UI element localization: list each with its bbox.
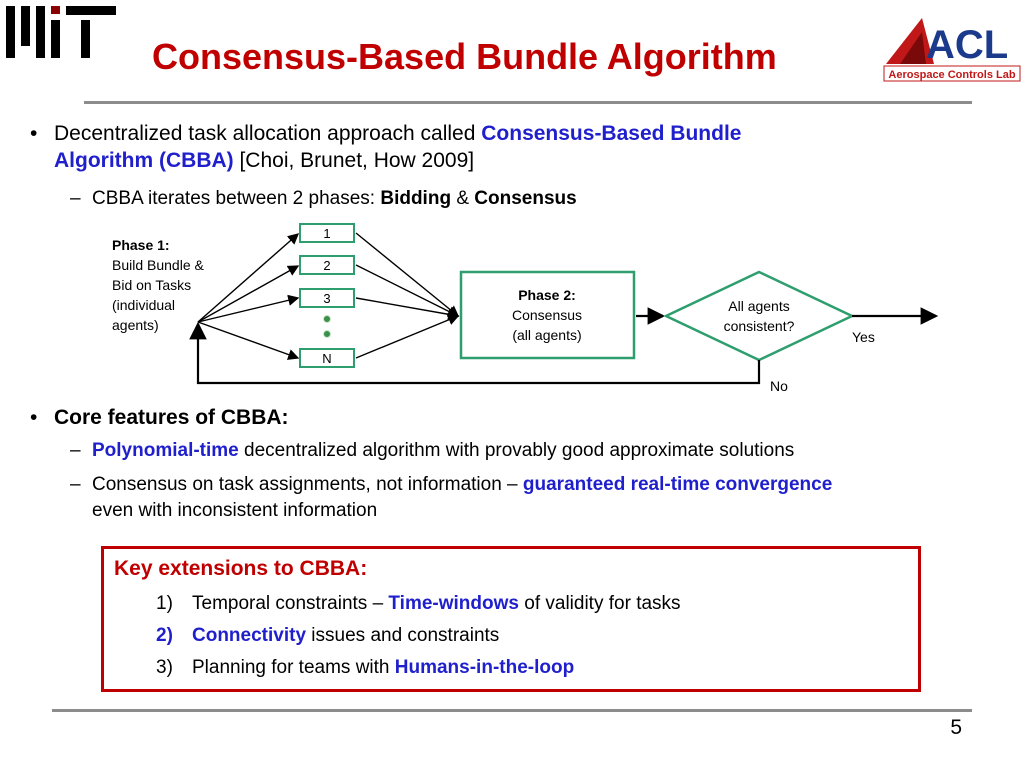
acl-logo-letters: ACL xyxy=(926,23,1008,67)
bidding-label: Bidding xyxy=(380,188,452,209)
task-label: 2 xyxy=(323,258,330,273)
extension-number: 3) xyxy=(156,657,173,678)
cbba-name-highlight: Consensus-Based Bundle xyxy=(481,122,742,145)
task-box: 1 xyxy=(299,223,355,243)
extension-item-connectivity: Connectivity issues and constraints xyxy=(192,625,500,646)
ellipsis-dot xyxy=(323,330,331,338)
phase1-line: (individual xyxy=(112,297,175,313)
yes-label: Yes xyxy=(852,329,875,345)
bid-arrows xyxy=(197,233,300,360)
header-divider xyxy=(84,101,972,104)
polynomial-highlight: Polynomial-time xyxy=(92,440,239,461)
sub-bullet-convergence: Consensus on task assignments, not infor… xyxy=(92,472,832,524)
phase2-line: (all agents) xyxy=(512,327,581,343)
no-loop-arrow xyxy=(189,321,761,385)
cbba-flow-diagram: Phase 1: Build Bundle & Bid on Tasks (in… xyxy=(112,223,939,394)
ampersand-text: & xyxy=(451,188,475,209)
extension-item-time-windows: Temporal constraints – Time-windows of v… xyxy=(192,593,681,614)
footer-divider xyxy=(52,709,972,712)
sub-bullet-marker: – xyxy=(70,440,81,461)
ellipsis-dot xyxy=(323,315,331,323)
sub-bullet-polynomial: Polynomial-time decentralized algorithm … xyxy=(92,438,794,464)
phase2-title: Phase 2: xyxy=(518,287,576,303)
phase1-line: agents) xyxy=(112,317,159,333)
bullet-marker: • xyxy=(30,122,38,145)
sub-bullet-phases: CBBA iterates between 2 phases: Bidding … xyxy=(92,186,577,212)
core-features-heading: Core features of CBBA: xyxy=(54,406,289,429)
key-extensions-title: Key extensions to CBBA: xyxy=(114,557,368,580)
key-extensions-box: Key extensions to CBBA: 1) Temporal cons… xyxy=(101,546,921,692)
extension-item-humans: Planning for teams with Humans-in-the-lo… xyxy=(192,657,575,678)
task-label: N xyxy=(322,351,331,366)
phase2-line: Consensus xyxy=(512,307,582,323)
page-number: 5 xyxy=(950,716,962,739)
phases-text: CBBA iterates between 2 phases: xyxy=(92,188,381,209)
page-title: Consensus-Based Bundle Algorithm xyxy=(152,36,777,77)
phase2-box: Phase 2: Consensus (all agents) xyxy=(459,270,636,360)
task-label: 1 xyxy=(323,226,330,241)
convergence-text-2: even with inconsistent information xyxy=(92,500,378,521)
task-box: N xyxy=(299,348,355,368)
extension-number: 2) xyxy=(156,625,173,646)
phase1-title: Phase 1: xyxy=(112,237,170,253)
task-box: 2 xyxy=(299,255,355,275)
mit-logo xyxy=(6,6,116,58)
no-label: No xyxy=(770,378,788,394)
phase1-line: Build Bundle & xyxy=(112,257,205,273)
bullet-text: Decentralized task allocation approach c… xyxy=(54,122,482,145)
decision-diamond: All agents consistent? xyxy=(663,270,855,362)
consensus-label: Consensus xyxy=(474,188,577,209)
sub-bullet-marker: – xyxy=(70,188,81,209)
consensus-arrows xyxy=(355,232,460,359)
acl-logo: ACL Aerospace Controls Lab xyxy=(883,18,1021,82)
phase1-line: Bid on Tasks xyxy=(112,277,191,293)
extension-number: 1) xyxy=(156,593,173,614)
bullet-cbba-intro: Decentralized task allocation approach c… xyxy=(54,120,934,174)
polynomial-text: decentralized algorithm with provably go… xyxy=(238,440,795,461)
convergence-highlight: guaranteed real-time convergence xyxy=(522,474,833,495)
task-label: 3 xyxy=(323,291,330,306)
decision-line: consistent? xyxy=(724,318,795,334)
sub-bullet-marker: – xyxy=(70,474,81,495)
task-box: 3 xyxy=(299,288,355,308)
decision-line: All agents xyxy=(728,298,789,314)
convergence-text: Consensus on task assignments, not infor… xyxy=(92,474,523,495)
acl-logo-caption: Aerospace Controls Lab xyxy=(888,69,1015,81)
bullet-marker: • xyxy=(30,406,38,429)
citation-text: [Choi, Brunet, How 2009] xyxy=(233,149,475,172)
cbba-name-highlight-2: Algorithm (CBBA) xyxy=(54,149,234,172)
